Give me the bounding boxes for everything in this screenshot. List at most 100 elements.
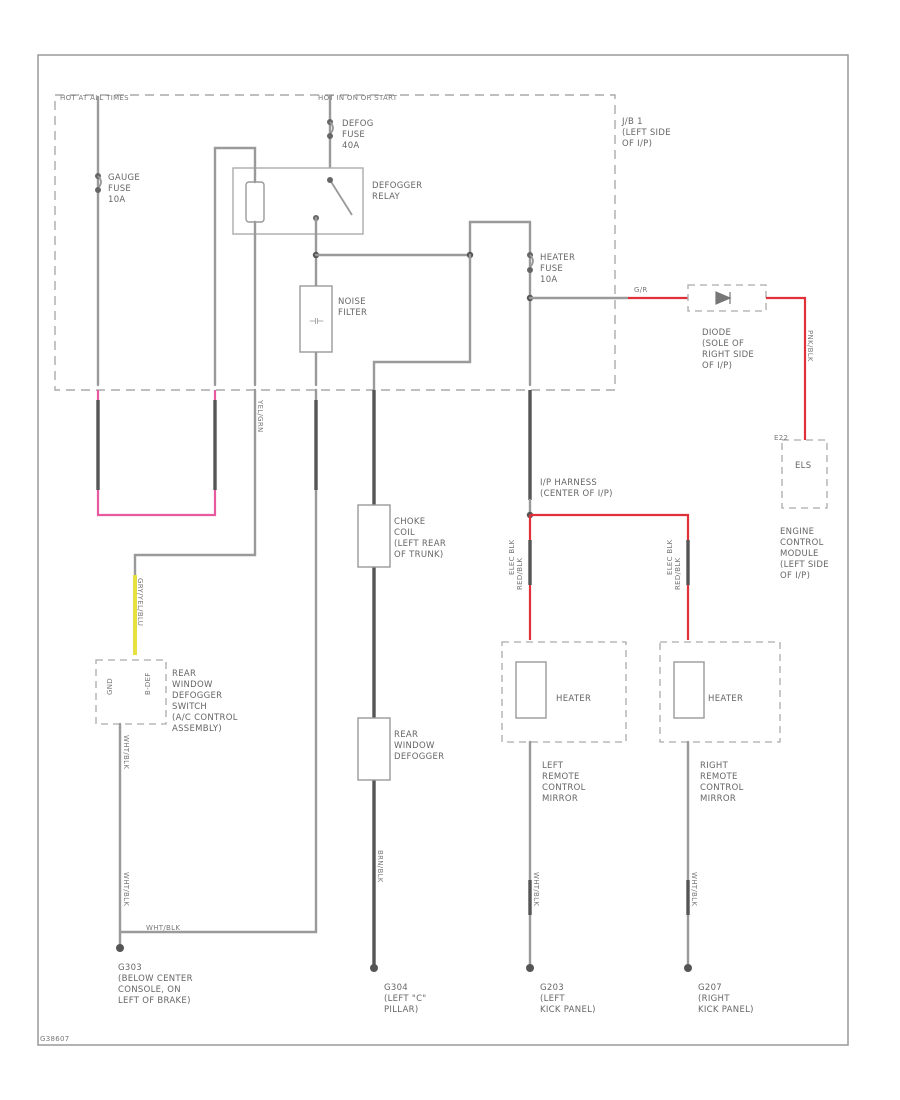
- left-mirror-in-label: RED/BLK: [516, 557, 524, 590]
- relay-coil-icon: [245, 181, 265, 223]
- ground-main-label: WHT/BLK: [146, 924, 180, 932]
- label-line: (LEFT SIDE: [780, 560, 829, 570]
- relay-coil-feed: [213, 146, 257, 387]
- relay-coil-label: YEL/GRN: [256, 399, 264, 433]
- label-line: CONTROL: [780, 538, 824, 548]
- label-line: NOISE: [338, 297, 366, 307]
- ip-harness-label: I/P HARNESS(CENTER OF I/P): [540, 478, 613, 499]
- switch-feed-label: GRY/YEL/BLU: [136, 578, 144, 626]
- label-line: G304: [384, 983, 408, 993]
- pink-loop-wire: [96, 390, 217, 517]
- label-line: REAR: [394, 730, 418, 740]
- right-heater-label: HEATER: [708, 694, 743, 704]
- gauge-fuse-icon: [97, 175, 102, 189]
- left-heater-icon: [515, 661, 547, 719]
- relay-to-choke-wire: [372, 253, 472, 392]
- label-line: G203: [540, 983, 564, 993]
- label-line: (SOLE OF: [702, 339, 744, 349]
- label-line: MIRROR: [700, 794, 736, 804]
- label-line: DIODE: [702, 328, 731, 338]
- label-line: DEFOGGER: [172, 691, 222, 701]
- label-line: (LEFT REAR: [394, 539, 446, 549]
- label-line: SWITCH: [172, 702, 207, 712]
- label-line: FUSE: [342, 130, 365, 140]
- label-line: WINDOW: [172, 680, 213, 690]
- switch-gnd-label: WHT/BLK: [122, 735, 130, 769]
- ecm-conn: E22: [774, 434, 788, 442]
- ground-3-point: [526, 964, 534, 972]
- right-heater-icon: [673, 661, 705, 719]
- label-line: FUSE: [108, 184, 131, 194]
- label-line: PILLAR): [384, 1005, 418, 1015]
- label-line: G303: [118, 963, 142, 973]
- label-line: REMOTE: [700, 772, 738, 782]
- junction-block-box: [54, 94, 616, 391]
- hot-always-label: HOT AT ALL TIMES: [60, 94, 129, 102]
- label-line: RIGHT: [700, 761, 729, 771]
- label-line: CHOKE: [394, 517, 425, 527]
- label-line: 10A: [540, 275, 558, 285]
- switch-feed-wire: [133, 388, 257, 577]
- label-line: OF I/P): [622, 139, 652, 149]
- diode-out-label: PNK/BLK: [806, 330, 814, 362]
- ground-2-label: G304(LEFT "C"PILLAR): [384, 983, 427, 1015]
- label-line: (RIGHT: [698, 994, 730, 1004]
- label-line: GAUGE: [108, 173, 140, 183]
- label-line: HEATER: [540, 253, 575, 263]
- label-line: (CENTER OF I/P): [540, 489, 613, 499]
- switch-pin-bdef: B-DEF: [144, 672, 152, 695]
- label-line: CONTROL: [542, 783, 586, 793]
- label-line: REAR: [172, 669, 196, 679]
- diode-to-ecm-wire: [766, 296, 807, 440]
- label-line: LEFT: [542, 761, 564, 771]
- label-line: G207: [698, 983, 722, 993]
- hot-start-label: HOT IN ON OR START: [318, 94, 398, 102]
- label-line: 40A: [342, 141, 360, 151]
- ground-main-wire: [118, 388, 318, 934]
- diode-icon: [715, 291, 732, 305]
- ecm-pin: ELS: [795, 461, 811, 471]
- label-line: (BELOW CENTER: [118, 974, 193, 984]
- label-line: 10A: [108, 195, 126, 205]
- ground-1-point: [116, 944, 124, 952]
- label-line: OF I/P): [702, 361, 732, 371]
- relay-to-heater-wire: [314, 220, 532, 257]
- rear-defogger-box: [357, 717, 391, 781]
- label-line: MIRROR: [542, 794, 578, 804]
- label-line: (A/C CONTROL: [172, 713, 238, 723]
- label-line: FILTER: [338, 308, 367, 318]
- label-line: DEFOGGER: [394, 752, 444, 762]
- label-line: CONTROL: [700, 783, 744, 793]
- heater-fuse-icon: [529, 254, 534, 268]
- label-line: (LEFT SIDE: [622, 128, 671, 138]
- label-line: REMOTE: [542, 772, 580, 782]
- ecm-box: [781, 439, 828, 509]
- right-mirror-in-label: RED/BLK: [674, 557, 682, 590]
- label-line: DEFOG: [342, 119, 374, 129]
- label-line: FUSE: [540, 264, 563, 274]
- left-mirror-gnd-label: WHT/BLK: [532, 872, 540, 906]
- ground-4-point: [684, 964, 692, 972]
- label-line: RIGHT SIDE: [702, 350, 754, 360]
- label-line: WINDOW: [394, 741, 435, 751]
- ground-1-wire-label: WHT/BLK: [122, 872, 130, 906]
- label-line: OF TRUNK): [394, 550, 444, 560]
- right-mirror-a-label: ELEC BLK: [666, 539, 674, 575]
- right-mirror-gnd-label: WHT/BLK: [690, 872, 698, 906]
- ground-2-point: [370, 964, 378, 972]
- label-line: J/B 1: [621, 117, 643, 127]
